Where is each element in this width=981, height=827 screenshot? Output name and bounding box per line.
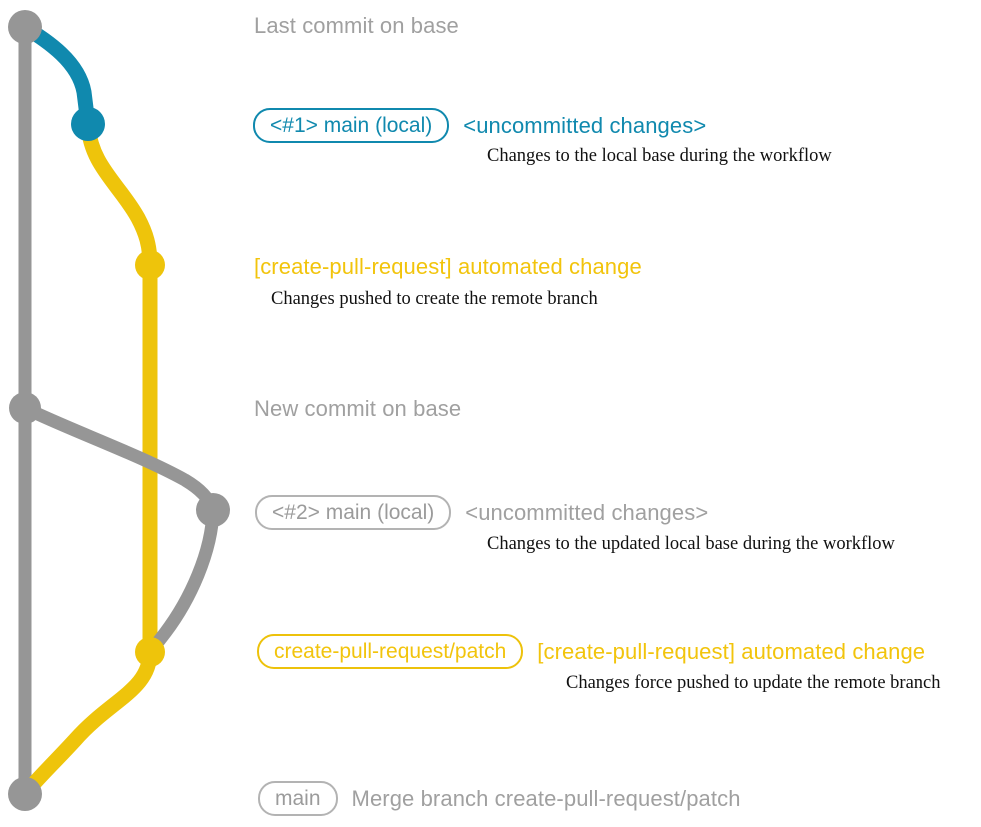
subtitle-automated-change-2: Changes force pushed to update the remot… (566, 673, 941, 693)
subtitle-automated-change-1: Changes pushed to create the remote bran… (271, 289, 598, 309)
commit-node-main-local-1[interactable] (71, 107, 105, 141)
headline-new-commit-on-base: New commit on base (254, 396, 462, 421)
annotation-last-commit-on-base: Last commit on base (254, 13, 459, 39)
headline-automated-change-2: [create-pull-request] automated change (537, 638, 926, 664)
ref-pill-create-pull-request-patch[interactable]: create-pull-request/patch (257, 634, 524, 669)
headline-last-commit-on-base: Last commit on base (254, 13, 459, 38)
commit-node-automated-change-1[interactable] (135, 250, 165, 280)
commit-node-automated-change-2[interactable] (135, 637, 165, 667)
headline-automated-change-1: [create-pull-request] automated change (254, 254, 642, 279)
ref-pill-main-local-2[interactable]: <#2> main (local) (255, 495, 452, 530)
ref-pill-main-local-1[interactable]: <#1> main (local) (253, 108, 450, 143)
subtitle-main-local-2: Changes to the updated local base during… (487, 534, 895, 554)
annotation-main-local-2: <#2> main (local) <uncommitted changes> (255, 495, 708, 530)
commit-node-new-commit-on-base[interactable] (9, 392, 41, 424)
headline-main-local-2: <uncommitted changes> (465, 499, 709, 525)
annotation-automated-change-2: create-pull-request/patch [create-pull-r… (257, 634, 925, 669)
commit-node-last-commit-on-base[interactable] (8, 10, 42, 44)
ref-pill-main[interactable]: main (258, 781, 338, 816)
annotation-new-commit-on-base: New commit on base (254, 396, 461, 422)
annotation-main-local-1: <#1> main (local) <uncommitted changes> (253, 108, 706, 143)
annotation-automated-change-1: [create-pull-request] automated change (254, 254, 642, 280)
commit-node-merge-commit-main[interactable] (8, 777, 42, 811)
headline-main-local-1: <uncommitted changes> (463, 112, 707, 138)
subtitle-main-local-1: Changes to the local base during the wor… (487, 146, 832, 166)
commit-node-main-local-2[interactable] (196, 493, 230, 527)
headline-merge-commit-main: Merge branch create-pull-request/patch (351, 785, 741, 811)
annotation-merge-commit-main: main Merge branch create-pull-request/pa… (258, 781, 741, 816)
